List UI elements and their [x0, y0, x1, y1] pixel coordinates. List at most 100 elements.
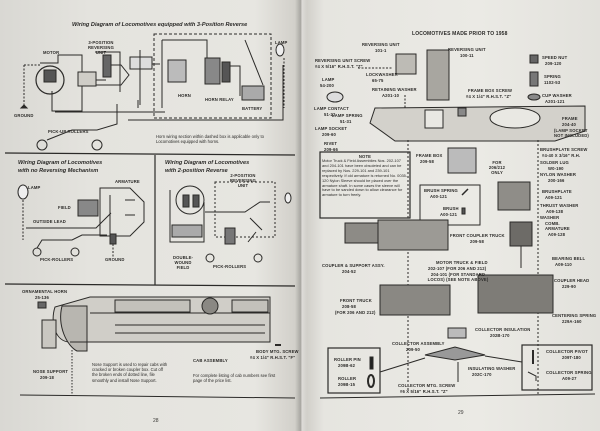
nose-support: [41, 319, 57, 349]
reversing-unit-drawing-2: [426, 49, 450, 101]
part-number: 202B-170: [490, 333, 510, 338]
part-name: COLLECTOR ASSEMBLY: [392, 341, 445, 346]
motor-symbol: [35, 65, 65, 95]
part-name: BRUSHPLATE SCREW: [540, 147, 588, 152]
part-number: 204-40: [562, 122, 576, 127]
part-number: 229-90: [562, 284, 576, 289]
book-gutter: [295, 0, 307, 431]
part-name: NYLON WASHER: [540, 172, 576, 177]
part-name: WASHER: [540, 215, 560, 220]
part-number: (FOR 206 AND 212): [335, 310, 376, 315]
label-horn-relay: HORN RELAY: [205, 97, 234, 102]
part-number: #4 X 1/4" R.H.S.T. "Z": [466, 94, 512, 99]
lamp-symbol: [275, 43, 285, 57]
part-number: A09-128: [548, 232, 566, 237]
part-number: 1102-53: [544, 80, 561, 85]
label-horn: HORN: [178, 93, 191, 98]
part-name: BEARING BELL: [552, 256, 586, 261]
part-name: BRUSH: [443, 206, 459, 211]
battery-symbol: [241, 85, 265, 101]
note-body: Motor Truck & Field Assemblies Nos. 202-…: [322, 158, 408, 198]
note-heading: NOTE: [358, 154, 372, 159]
part-name: FRONT TRUCK: [340, 298, 372, 303]
part-name: CUP WASHER: [542, 93, 572, 98]
label-body-screw: BODY MTG. SCREW: [256, 349, 299, 354]
obsolete-parts-note: NOTE Motor Truck & Field Assemblies Nos.…: [322, 154, 408, 198]
label-2pos-reversing-unit: 2-POSITION REVERSING UNIT: [229, 173, 256, 188]
part-name: MOTOR TRUCK & FIELD: [436, 260, 488, 265]
wiring-diagram-3-position: [19, 33, 285, 151]
part-name: RETAINING WASHER: [372, 87, 417, 92]
part-number: 200-166: [548, 178, 565, 183]
part-name: FRONT COUPLER TRUCK: [450, 233, 505, 238]
part-number: W0-190: [548, 166, 564, 171]
page-title-right: LOCOMOTIVES MADE PRIOR TO 1958: [412, 31, 508, 37]
part-name: FRAME BOX SCREW: [468, 88, 513, 93]
motor-truck-field-drawing: [477, 274, 554, 314]
part-name: LAMP SOCKET: [315, 126, 348, 131]
part-name: REVERSING UNIT SCREW: [315, 58, 371, 63]
cab-assembly-drawing: [37, 296, 281, 395]
collector-insulation-drawing: [447, 327, 467, 339]
part-number: 208-58: [342, 304, 356, 309]
armature-drawing: [509, 221, 533, 247]
part-number: 51-31: [340, 119, 352, 124]
part-number: 202C-170: [472, 372, 492, 377]
part-number: 204-101 (FOR STANDARD LOCOS) (SEE NOTE A…: [427, 272, 489, 282]
part-name: LAMP CONTACT: [314, 106, 349, 111]
reversing-unit-drawing-1: [395, 53, 417, 75]
label-reversing-unit: 3-POSITION REVERSING UNIT: [87, 40, 114, 55]
right-page: LOCOMOTIVES MADE PRIOR TO 1958 REVERSING…: [300, 0, 600, 431]
part-name: INSULATING WASHER: [468, 366, 516, 371]
part-name: COMB. ARMATURE: [545, 221, 570, 231]
part-number: 209-50: [406, 347, 420, 352]
part-name: CENTERING SPRING: [552, 313, 597, 318]
part-name: SPEED NUT: [542, 55, 568, 60]
part-number: A09-110: [555, 262, 572, 267]
horn-dashed-box: [153, 33, 272, 119]
nose-support-note: Nose Support is used to repair cabs with…: [92, 362, 168, 383]
horn-relay-symbol: [204, 57, 221, 85]
label-cab-assembly: CAB ASSEMBLY: [193, 358, 228, 363]
label-ground: GROUND: [14, 113, 34, 118]
part-name: LOCKWASHER: [366, 72, 398, 77]
reversing-unit-2pos-box: [214, 181, 276, 238]
label-ornamental-horn: ORNAMENTAL HORN: [22, 289, 68, 294]
part-number: A09-121: [545, 195, 563, 200]
motor-truck-drawing: [377, 219, 449, 251]
part-name: ROLLER PIN: [334, 357, 361, 362]
label-nose-support: NOSE SUPPORT: [33, 369, 69, 374]
left-page: Wiring Diagram of Locomotives equipped w…: [0, 0, 300, 431]
wiring-diagram-2-position: [169, 181, 292, 263]
label-motor: MOTOR: [43, 50, 60, 55]
part-name: BRUSHPLATE: [542, 189, 572, 194]
section-title-2-position-1: Wiring Diagram of Locomotives: [165, 160, 250, 166]
label-pick-rollers-2: PICK-ROLLERS: [213, 264, 247, 269]
part-number: 229A-160: [562, 319, 582, 324]
part-number: 209-58: [470, 239, 484, 244]
part-name: REVERSING UNIT: [448, 47, 486, 52]
part-number: 100-11: [460, 53, 474, 58]
frame-drawing: [369, 105, 586, 142]
part-name: SOLDER LUG: [540, 160, 569, 165]
ornamental-horn: [37, 301, 47, 309]
pick-roller-2: [70, 247, 80, 257]
section-title-2-position-2: with 2-position Reverse: [165, 168, 228, 174]
label-battery: BATTERY: [242, 106, 263, 111]
section-title-no-reverse-1: Wiring Diagram of Locomotives: [18, 160, 103, 166]
label-pick-rollers: PICK-ROLLERS: [40, 257, 74, 262]
label-field: FIELD: [58, 205, 71, 210]
collector-assembly-drawing: [424, 346, 486, 361]
part-number: A09-27: [562, 376, 577, 381]
section-title-3-position: Wiring Diagram of Locomotives equipped w…: [72, 22, 248, 28]
part-name: THRUST WASHER: [540, 203, 579, 208]
part-number: #4-40 X 3/16" R.H.: [542, 153, 581, 158]
part-number: 209-66: [324, 147, 338, 152]
label-lamp-2: LAMP: [28, 185, 41, 190]
label-pickup-rollers: PICK-UP ROLLERS: [48, 129, 89, 134]
part-name: RIVET: [324, 141, 338, 146]
label-ornamental-horn-part: 25-136: [35, 295, 49, 300]
part-number: 204-52: [342, 269, 356, 274]
part-number: A201-121: [545, 99, 565, 104]
